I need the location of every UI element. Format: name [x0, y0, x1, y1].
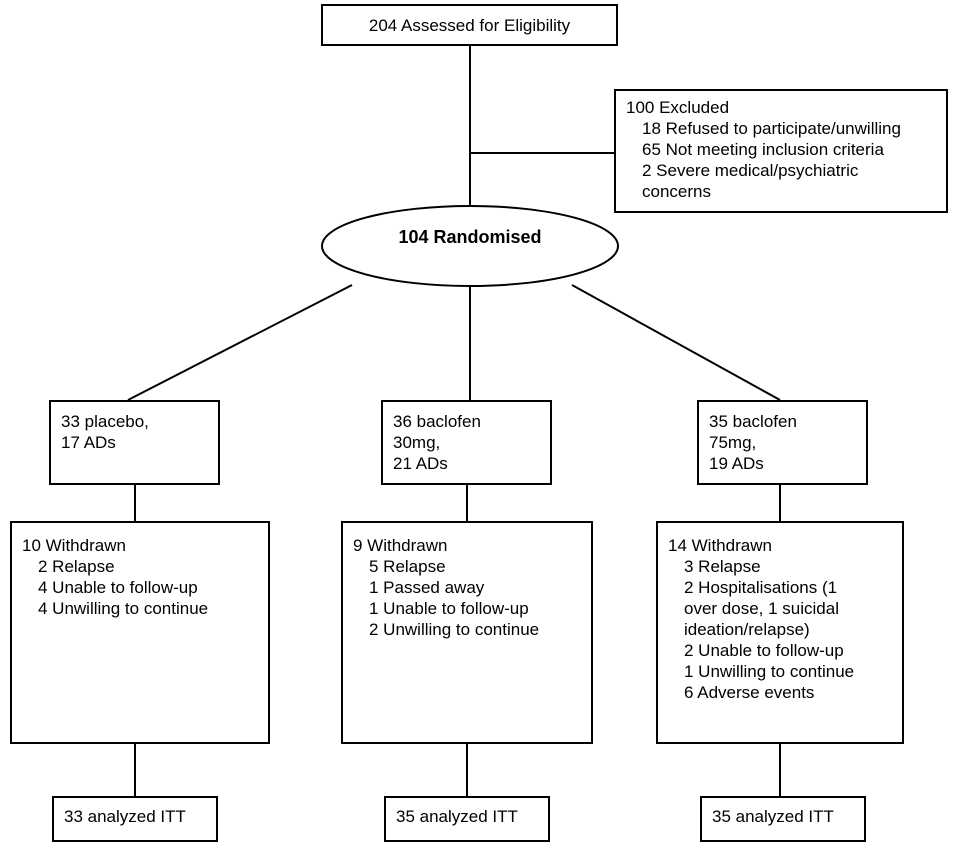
arm3-group-line: 19 ADs [709, 454, 764, 473]
arm1-analyzed-label: 33 analyzed ITT [64, 807, 186, 826]
arm3-group-box: 35 baclofen 75mg, 19 ADs [697, 400, 868, 485]
assessed-label: 204 Assessed for Eligibility [368, 16, 571, 35]
arm3-group-line: 35 baclofen [709, 412, 797, 431]
arm2-analyzed-label: 35 analyzed ITT [396, 807, 518, 826]
arm3-withdrawn-box: 14 Withdrawn 3 Relapse 2 Hospitalisation… [656, 521, 904, 744]
excluded-item: 18 Refused to participate/unwilling [642, 119, 901, 138]
arm3-analyzed-label: 35 analyzed ITT [712, 807, 834, 826]
arm3-analyzed-box: 35 analyzed ITT [700, 796, 866, 842]
arm1-analyzed-box: 33 analyzed ITT [52, 796, 218, 842]
arm3-withdrawn-item: 3 Relapse [684, 557, 761, 576]
excluded-item: 65 Not meeting inclusion criteria [642, 140, 884, 159]
arm3-withdrawn-item: ideation/relapse) [684, 620, 810, 639]
excluded-title: 100 Excluded [626, 98, 730, 117]
arm1-withdrawn-item: 4 Unable to follow-up [38, 578, 198, 597]
connector-randomised-arm3 [571, 284, 781, 401]
arm2-withdrawn-item: 2 Unwilling to continue [369, 620, 540, 639]
arm2-withdrawn-item: 1 Passed away [369, 578, 485, 597]
arm3-withdrawn-item: 1 Unwilling to continue [684, 662, 855, 681]
arm1-group-line: 33 placebo, [61, 412, 149, 431]
arm1-group-line: 17 ADs [61, 433, 116, 452]
arm2-group-line: 21 ADs [393, 454, 448, 473]
arm3-withdrawn-item: 2 Hospitalisations (1 [684, 578, 838, 597]
arm2-group-box: 36 baclofen 30mg, 21 ADs [381, 400, 552, 485]
arm1-group-box: 33 placebo, 17 ADs [49, 400, 220, 485]
assessed-box: 204 Assessed for Eligibility [321, 4, 618, 46]
arm3-withdrawn-item: over dose, 1 suicidal [684, 599, 839, 618]
arm2-withdrawn-item: 5 Relapse [369, 557, 446, 576]
randomised-label: 104 Randomised [398, 227, 542, 247]
arm2-withdrawn-item: 1 Unable to follow-up [369, 599, 529, 618]
connector-randomised-arm1 [127, 284, 353, 401]
arm1-withdrawn-item: 4 Unwilling to continue [38, 599, 209, 618]
excluded-item: concerns [642, 182, 711, 201]
arm2-withdrawn-title: 9 Withdrawn [353, 536, 448, 555]
excluded-item: 2 Severe medical/psychiatric [642, 161, 859, 180]
arm2-withdrawn-box: 9 Withdrawn 5 Relapse 1 Passed away 1 Un… [341, 521, 593, 744]
arm3-withdrawn-item: 2 Unable to follow-up [684, 641, 844, 660]
arm1-withdrawn-title: 10 Withdrawn [22, 536, 126, 555]
arm2-group-line: 36 baclofen [393, 412, 481, 431]
arm1-withdrawn-item: 2 Relapse [38, 557, 115, 576]
arm2-analyzed-box: 35 analyzed ITT [384, 796, 550, 842]
arm1-withdrawn-box: 10 Withdrawn 2 Relapse 4 Unable to follo… [10, 521, 270, 744]
arm2-group-line: 30mg, [393, 433, 441, 452]
arm3-withdrawn-item: 6 Adverse events [684, 683, 815, 702]
excluded-box: 100 Excluded 18 Refused to participate/u… [614, 89, 948, 213]
arm3-group-line: 75mg, [709, 433, 757, 452]
arm3-withdrawn-title: 14 Withdrawn [668, 536, 772, 555]
randomised-ellipse [321, 205, 619, 287]
